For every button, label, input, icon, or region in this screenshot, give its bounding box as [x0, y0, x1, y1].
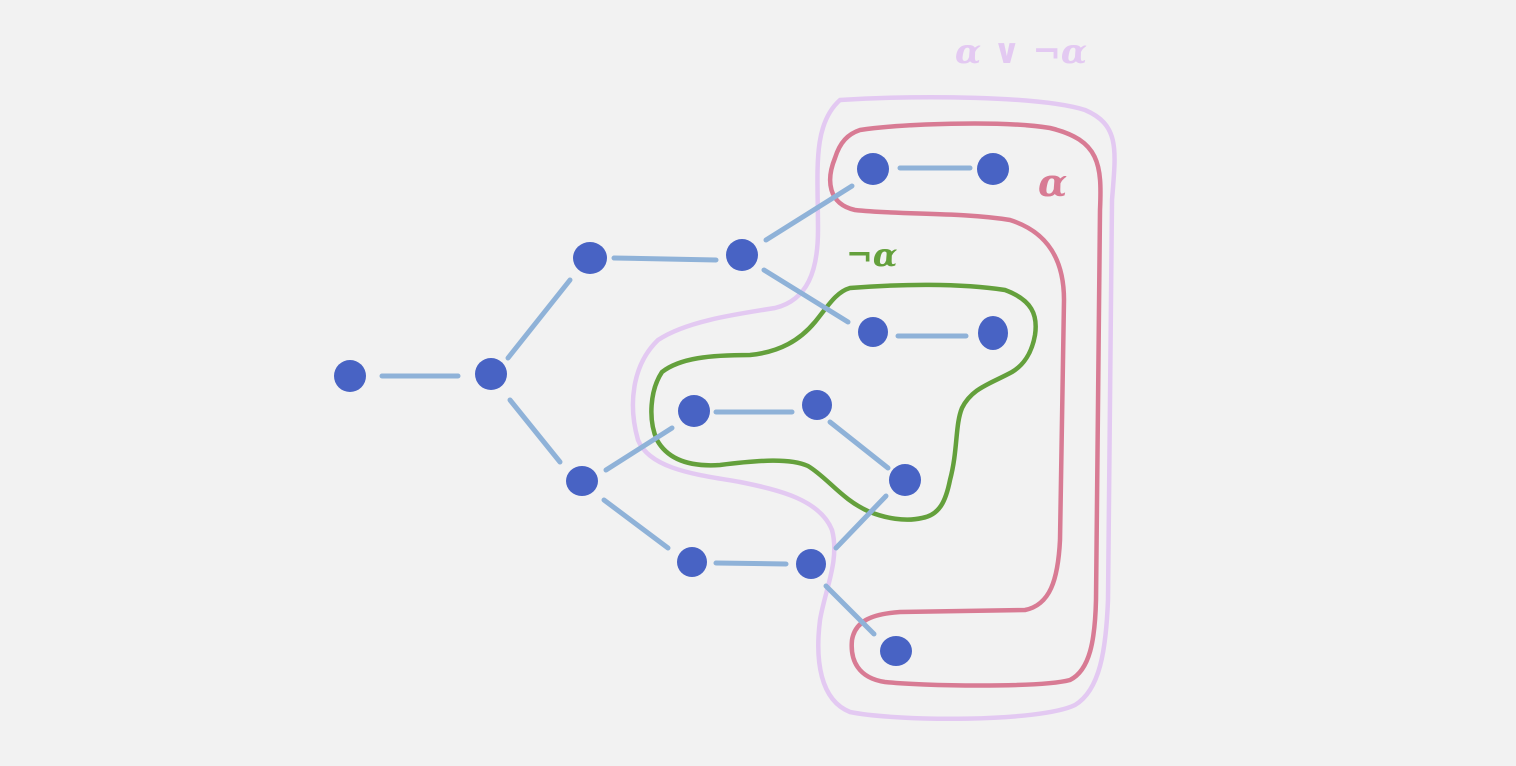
- edge: [603, 425, 675, 473]
- edge: [823, 583, 877, 637]
- node: [978, 316, 1008, 350]
- node: [858, 317, 888, 347]
- edge: [827, 419, 891, 471]
- node: [796, 549, 826, 579]
- edge: [601, 497, 671, 551]
- region-alpha: [827, 121, 1103, 688]
- edge: [713, 560, 789, 567]
- node: [334, 360, 366, 392]
- nodes: [334, 153, 1009, 666]
- node: [726, 239, 758, 271]
- node: [678, 395, 710, 427]
- node: [880, 636, 912, 666]
- label-alpha-or-not-alpha: α ∨ ¬α: [955, 32, 1087, 72]
- edge: [505, 277, 573, 361]
- edge: [507, 397, 563, 465]
- edge: [611, 255, 719, 263]
- edge: [761, 267, 851, 325]
- node: [566, 466, 598, 496]
- label-not-alpha: ¬α: [846, 236, 897, 274]
- node: [977, 153, 1009, 185]
- label-alpha: α: [1038, 160, 1067, 205]
- node: [889, 464, 921, 496]
- edge: [833, 493, 889, 551]
- edge: [763, 183, 855, 243]
- edges: [379, 165, 973, 637]
- region-alpha-or-not-alpha: [630, 95, 1117, 722]
- node: [573, 242, 607, 274]
- node: [802, 390, 832, 420]
- node: [475, 358, 507, 390]
- node: [857, 153, 889, 185]
- node: [677, 547, 707, 577]
